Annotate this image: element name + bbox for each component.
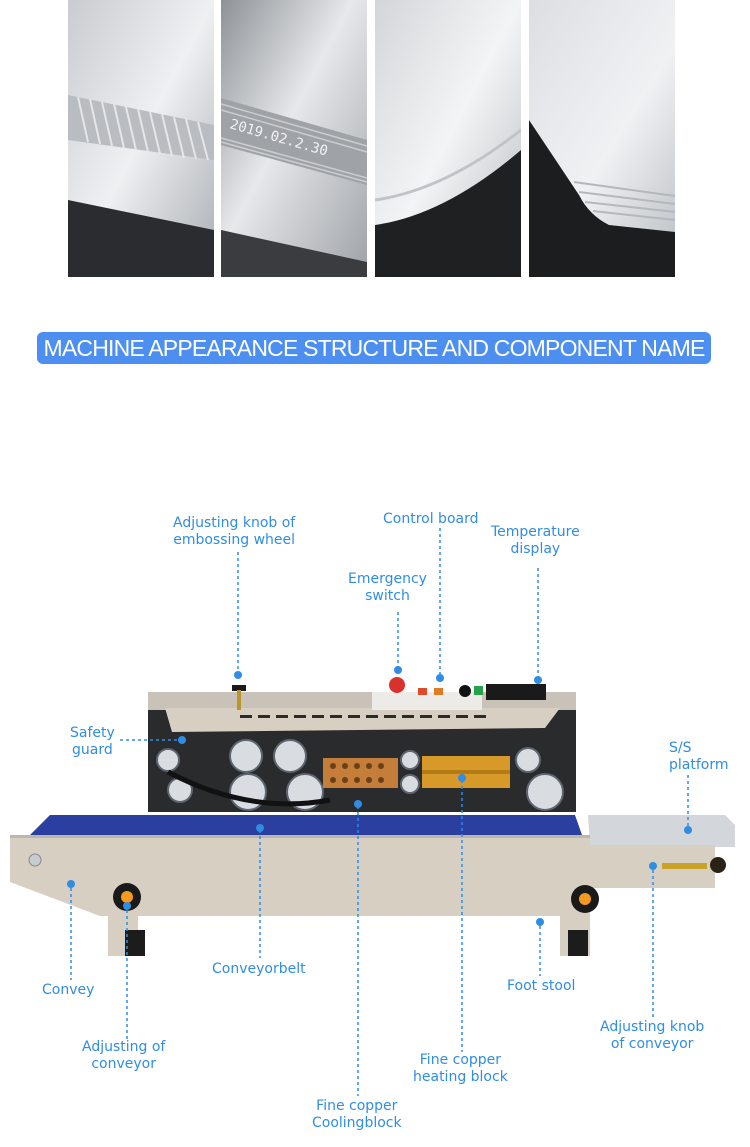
label-adjusting-knob-conveyor: Adjusting knob of conveyor (600, 1019, 705, 1052)
label-temperature-display: Temperature display (491, 524, 580, 557)
label-fine-copper-cooling: Fine copper Coolingblock (312, 1098, 402, 1131)
label-convey: Convey (42, 982, 95, 998)
sealing-machine-illustration (10, 528, 735, 1096)
temperature-display-unit (486, 684, 546, 700)
machine-diagram: Adjusting knob of embossing wheel Contro… (0, 470, 750, 1147)
sealed-bag-photo-2: 2019.02.2.30 (221, 0, 367, 277)
ss-platform (588, 815, 735, 847)
label-foot-stool: Foot stool (507, 978, 576, 994)
sealed-bag-photo-1 (68, 0, 214, 277)
black-knob (459, 685, 471, 697)
callout-dots (67, 666, 692, 926)
section-banner: MACHINE APPEARANCE STRUCTURE AND COMPONE… (37, 332, 711, 364)
sealed-bag-photo-3 (375, 0, 521, 277)
green-indicator (474, 686, 483, 695)
embossing-knob (232, 685, 246, 691)
sealed-bag-photo-4 (529, 0, 675, 277)
control-board-panel (372, 692, 482, 710)
label-conveyorbelt: Conveyorbelt (212, 961, 306, 977)
label-fine-copper-heating: Fine copper heating block (413, 1052, 508, 1085)
label-control-board: Control board (383, 511, 479, 527)
label-ss-platform: S/S platform (669, 740, 729, 773)
conveyor-belt (30, 815, 582, 835)
conveyor-frame (10, 835, 715, 916)
label-safety-guard: Safety guard (70, 725, 115, 758)
orange-indicator (434, 688, 443, 695)
emergency-switch-button (389, 677, 405, 693)
frame-screw (28, 853, 42, 867)
label-emergency-switch: Emergency switch (348, 571, 427, 604)
callout-lines (70, 528, 689, 1096)
cooling-block (323, 758, 398, 788)
label-adjusting-knob-embossing: Adjusting knob of embossing wheel (173, 515, 296, 548)
red-indicator (418, 688, 427, 695)
label-adjusting-conveyor: Adjusting of conveyor (82, 1039, 166, 1072)
sealed-bag-photo-strip: 2019.02.2.30 (0, 0, 750, 290)
safety-guard-plate (165, 708, 560, 732)
